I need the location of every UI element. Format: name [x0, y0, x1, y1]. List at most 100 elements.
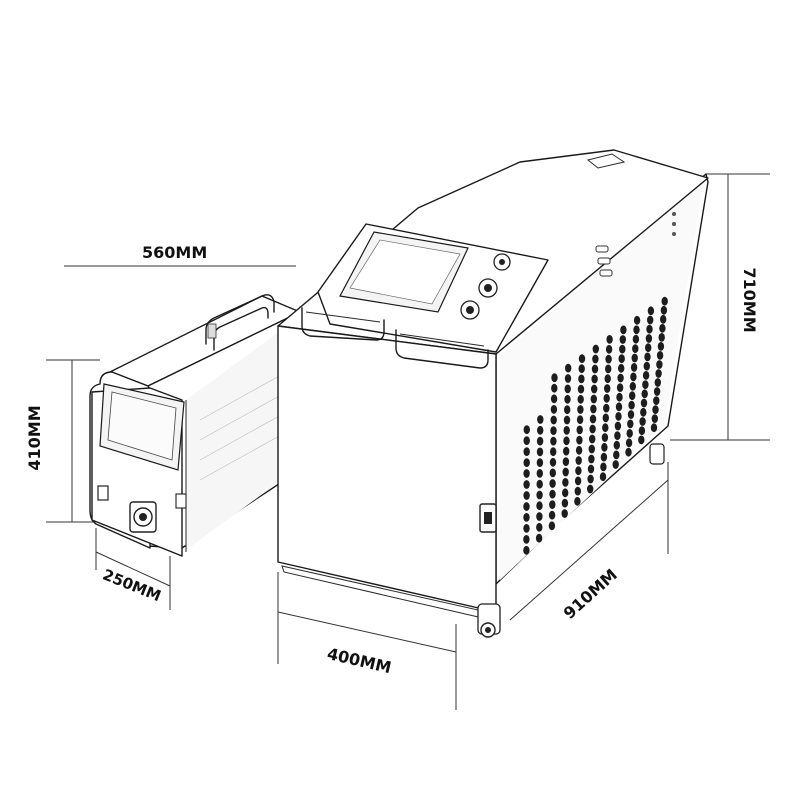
vent-hole — [643, 361, 650, 371]
vent-hole — [625, 438, 633, 448]
vent-hole — [550, 426, 557, 435]
vent-hole — [615, 402, 623, 412]
vent-hole — [589, 424, 596, 434]
vent-hole — [564, 384, 571, 394]
vent-hole — [536, 490, 543, 500]
vent-hole — [523, 480, 530, 489]
vent-hole — [616, 392, 623, 402]
vent-hole — [641, 389, 648, 399]
vent-hole — [589, 434, 596, 444]
vent-hole — [591, 374, 598, 384]
vent-hole — [590, 394, 597, 404]
vent-hole — [562, 457, 570, 466]
vent-hole — [651, 414, 658, 423]
vent-hole — [587, 464, 595, 474]
vent-hole — [588, 454, 595, 464]
vent-hole — [587, 484, 594, 494]
vent-hole — [627, 419, 634, 429]
vent-hole — [523, 545, 530, 555]
vent-hole — [550, 415, 557, 425]
vent-hole — [638, 435, 645, 445]
vent-hole — [550, 394, 558, 404]
vent-hole — [638, 426, 646, 436]
small-unit-switch — [97, 485, 109, 501]
vent-hole — [629, 381, 636, 391]
vent-hole — [576, 425, 583, 435]
small-unit — [89, 294, 301, 557]
vent-hole — [548, 510, 556, 520]
vent-hole — [562, 488, 569, 498]
vent-hole — [574, 496, 581, 506]
vent-hole — [577, 405, 584, 414]
vent-hole — [536, 469, 543, 478]
vent-hole — [602, 413, 609, 423]
vent-hole — [606, 335, 613, 344]
vent-hole — [647, 306, 655, 316]
vent-hole — [655, 369, 662, 378]
main-unit — [277, 149, 709, 638]
label-height-small-unit: 410MM — [25, 405, 44, 470]
dimension-lines — [46, 173, 770, 710]
vent-hole — [537, 425, 544, 435]
vent-hole — [574, 486, 581, 496]
vent-hole — [578, 354, 586, 363]
vent-hole — [616, 383, 624, 392]
vent-hole — [605, 344, 613, 354]
vent-hole — [646, 324, 653, 334]
vent-hole — [647, 315, 654, 325]
vent-hole — [656, 360, 663, 369]
vent-hole — [562, 467, 569, 477]
vent-hole — [642, 371, 650, 380]
label-width-main-unit: 400MM — [325, 644, 393, 677]
vent-hole — [575, 445, 583, 455]
vent-hole — [600, 452, 608, 462]
main-unit-side-marks — [595, 212, 676, 277]
vent-hole — [612, 460, 619, 469]
vent-hole — [575, 456, 582, 465]
vent-hole — [605, 354, 612, 364]
vent-hole — [590, 404, 597, 414]
vent-hole — [523, 491, 530, 500]
vent-hole — [656, 351, 664, 360]
vent-hole — [549, 489, 556, 499]
vent-hole — [653, 387, 661, 396]
vent-hole — [625, 447, 632, 457]
vent-hole — [632, 344, 639, 353]
label-height-main-unit: 710MM — [740, 267, 759, 332]
vent-hole — [575, 466, 582, 476]
vent-hole — [563, 436, 570, 446]
vent-hole — [629, 391, 636, 401]
vent-hole — [613, 440, 620, 450]
vent-hole — [660, 305, 668, 315]
vent-hole — [604, 374, 611, 384]
main-unit-rear-wheel — [649, 443, 665, 465]
vent-hole — [627, 410, 635, 419]
vent-hole — [578, 374, 585, 384]
vent-hole — [633, 325, 640, 335]
vent-hole — [613, 450, 620, 460]
vent-hole — [644, 352, 651, 362]
vent-hole — [657, 342, 665, 351]
vent-hole — [652, 405, 659, 414]
vent-hole — [549, 500, 556, 509]
vent-hole — [633, 315, 641, 325]
vent-hole — [592, 354, 599, 364]
vent-hole — [563, 415, 571, 425]
label-depth-main-unit: 910MM — [560, 565, 621, 623]
vent-hole — [536, 522, 543, 532]
vent-hole — [645, 334, 653, 343]
vent-hole — [660, 314, 667, 324]
main-unit-knobs — [460, 253, 511, 320]
vent-hole — [536, 447, 544, 457]
vent-hole — [630, 372, 637, 382]
vent-hole — [523, 425, 530, 435]
vent-hole — [564, 374, 572, 383]
vent-hole — [523, 524, 530, 533]
vent-hole — [550, 405, 558, 414]
vent-hole — [661, 296, 668, 306]
vent-hole — [561, 498, 569, 508]
vent-hole — [591, 384, 598, 394]
vent-hole — [591, 364, 599, 374]
vent-hole — [603, 393, 610, 403]
vent-hole — [577, 384, 585, 394]
